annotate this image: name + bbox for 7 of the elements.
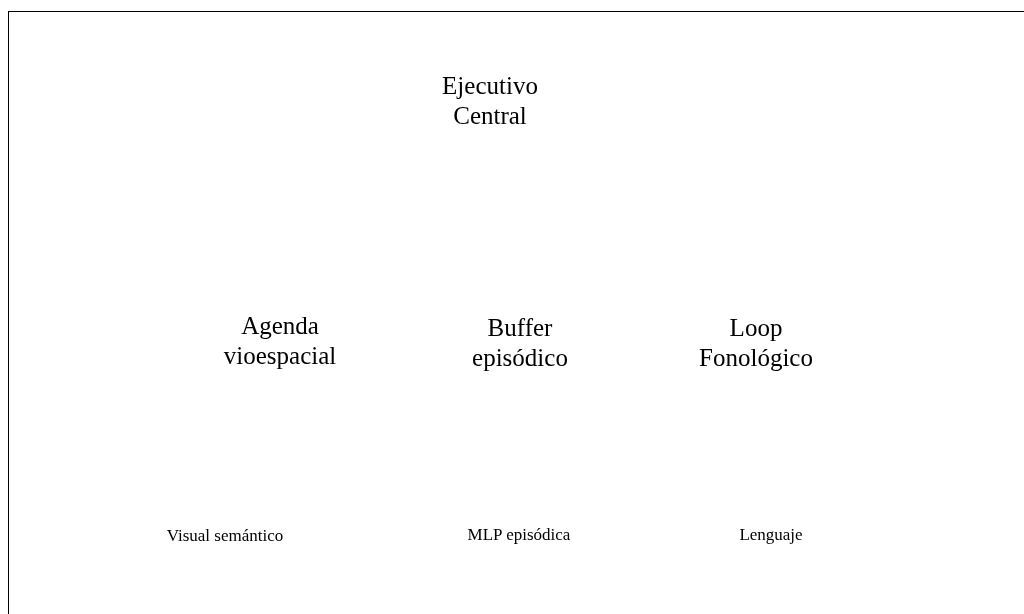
subsystem-label: Lenguaje (739, 525, 803, 546)
component-label: Agenda vioespacial (222, 311, 338, 371)
component-label: Loop Fonológico (698, 313, 814, 373)
component-label: Buffer episódico (471, 313, 569, 373)
subsystem-label: Visual semántico (166, 526, 284, 547)
subsystem-label: MLP episódica (467, 525, 571, 546)
component-label: Ejecutivo Central (441, 71, 539, 131)
